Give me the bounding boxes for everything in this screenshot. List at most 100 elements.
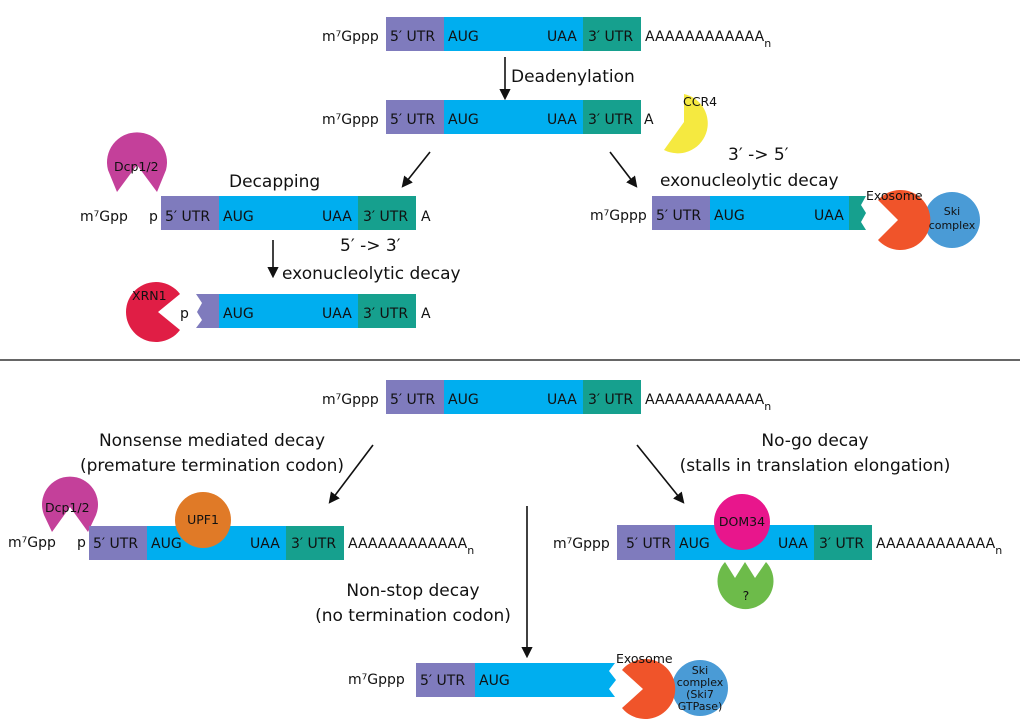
dom34-label: DOM34	[719, 514, 765, 529]
polya-subscript: n	[764, 400, 771, 413]
polya-subscript: n	[995, 544, 1002, 557]
arrow-to-ngd	[636, 444, 685, 504]
mrna-full-top: m⁷Gppp 5′ UTR AUG UAA 3′ UTR AAAAAAAAAAA…	[322, 17, 771, 51]
nsd-subtitle: (no termination codon)	[315, 606, 511, 626]
polya-text: AAAAAAAAAAAA	[348, 536, 468, 552]
utr5-label: 5′ UTR	[656, 208, 701, 224]
nmd-title: Nonsense mediated decay	[99, 431, 325, 451]
exosome-label: Exosome	[616, 651, 673, 666]
stop-codon-label: UAA	[547, 112, 577, 128]
utr3-segment	[358, 196, 416, 230]
cds-segment	[444, 17, 583, 51]
cap-label: m⁷Gppp	[348, 672, 405, 688]
utr5-segment	[652, 196, 710, 230]
utr5-segment	[89, 526, 147, 560]
utr5-segment	[386, 17, 444, 51]
ngd-subtitle: (stalls in translation elongation)	[680, 456, 951, 476]
start-codon-label: AUG	[448, 112, 479, 128]
ski-complex-icon	[672, 660, 728, 716]
cds-segment	[710, 196, 849, 230]
start-codon-label: AUG	[479, 673, 510, 689]
ski-label-line2: complex	[929, 219, 976, 232]
start-codon-label: AUG	[223, 209, 254, 225]
cds-segment	[219, 196, 358, 230]
nmd-subtitle: (premature termination codon)	[80, 456, 344, 476]
cds-segment	[444, 100, 583, 134]
cap-label: m⁷Gppp	[590, 208, 647, 224]
utr5-label: 5′ UTR	[390, 392, 435, 408]
dcp-pacman-icon	[107, 132, 168, 192]
mrna-nmd: Dcp1/2 m⁷Gpp p UPF1 5′ UTR AUG UAA 3′ UT…	[8, 476, 474, 560]
ski-label-line1: Ski	[692, 664, 708, 677]
arrow-to-nmd	[328, 444, 374, 504]
mrna-nsd: m⁷Gppp 5′ UTR AUG Exosome Ski complex (S…	[348, 651, 728, 719]
ski-label-line4: GTPase)	[678, 700, 723, 713]
polya-subscript: n	[764, 37, 771, 50]
polya-subscript: n	[467, 544, 474, 557]
utr3-segment	[286, 526, 344, 560]
utr5-segment	[386, 100, 444, 134]
utr3-label: 3′ UTR	[363, 306, 408, 322]
mrna-deadenylated: m⁷Gppp 5′ UTR AUG UAA 3′ UTR A CCR4	[322, 94, 717, 154]
decapped-cap-label: m⁷Gpp	[8, 535, 56, 551]
deadenylation-label: Deadenylation	[511, 67, 635, 87]
start-codon-label: AUG	[714, 208, 745, 224]
mrna-decapping: Dcp1/2 Decapping m⁷Gpp p 5′ UTR AUG UAA …	[80, 132, 431, 230]
utr5-label: 5′ UTR	[93, 536, 138, 552]
dcp-label: Dcp1/2	[45, 500, 90, 515]
exosome-label: Exosome	[866, 188, 923, 203]
utr3-label: 3′ UTR	[291, 536, 336, 552]
exonucleolytic-decay-label: exonucleolytic decay	[660, 171, 839, 191]
unknown-factor-label: ?	[743, 588, 750, 603]
mrna-ngd: m⁷Gppp ? DOM34 5′ UTR AUG UAA 3′ UTR AAA…	[553, 494, 1002, 610]
utr3-fragment	[849, 196, 866, 230]
nsd-title: Non-stop decay	[346, 581, 479, 601]
cap-label: m⁷Gppp	[322, 29, 379, 45]
xrn1-label: XRN1	[132, 288, 167, 303]
ccr4-label: CCR4	[683, 94, 717, 109]
polya-text: AAAAAAAAAAAA	[876, 536, 996, 552]
utr3-label: 3′ UTR	[588, 112, 633, 128]
mrna-full-bottom: m⁷Gppp 5′ UTR AUG UAA 3′ UTR AAAAAAAAAAA…	[322, 380, 771, 414]
polya-text: AAAAAAAAAAAA	[645, 29, 765, 45]
arrow-to-decapping	[401, 151, 431, 188]
stop-codon-label: UAA	[322, 209, 352, 225]
stop-codon-label: UAA	[322, 306, 352, 322]
polya-tail: AAAAAAAAAAAAn	[348, 536, 474, 557]
direction-3to5-label: 3′ -> 5′	[728, 145, 789, 165]
unknown-factor-pacman-icon	[717, 562, 774, 610]
polya-tail: AAAAAAAAAAAAn	[645, 392, 771, 413]
phosphate-label: p	[77, 535, 86, 551]
cds-segment	[219, 294, 358, 328]
single-a-label: A	[421, 209, 431, 225]
polya-text: AAAAAAAAAAAA	[645, 392, 765, 408]
stop-codon-label: UAA	[778, 536, 808, 552]
decapping-label: Decapping	[229, 172, 320, 192]
ccr4-pacman-icon	[664, 94, 708, 154]
utr3-segment	[814, 525, 872, 560]
utr3-segment	[358, 294, 416, 328]
mrna-xrn1-decay: XRN1 p AUG UAA 3′ UTR A	[126, 282, 431, 342]
utr5-segment	[416, 663, 475, 697]
ski-label-line2: complex	[677, 676, 724, 689]
utr3-label: 3′ UTR	[363, 209, 408, 225]
mrna-exosome-decay: m⁷Gppp 5′ UTR AUG UAA Exosome Ski comple…	[590, 188, 980, 250]
exosome-pacman-icon	[622, 659, 676, 719]
cds-fragment	[475, 663, 616, 697]
dcp-pacman-icon	[42, 476, 98, 532]
utr3-label: 3′ UTR	[819, 536, 864, 552]
exosome-pacman-icon	[878, 190, 931, 250]
start-codon-label: AUG	[223, 306, 254, 322]
polya-tail: AAAAAAAAAAAAn	[645, 29, 771, 50]
single-a-label: A	[421, 306, 431, 322]
upf1-label: UPF1	[187, 512, 219, 527]
cap-label: m⁷Gppp	[322, 112, 379, 128]
xrn1-pacman-icon	[126, 282, 180, 342]
utr5-label: 5′ UTR	[390, 29, 435, 45]
start-codon-label: AUG	[448, 392, 479, 408]
dom34-icon	[714, 494, 770, 550]
polya-tail: AAAAAAAAAAAAn	[876, 536, 1002, 557]
dcp-label: Dcp1/2	[114, 159, 159, 174]
direction-5to3-label: 5′ -> 3′	[340, 236, 401, 256]
